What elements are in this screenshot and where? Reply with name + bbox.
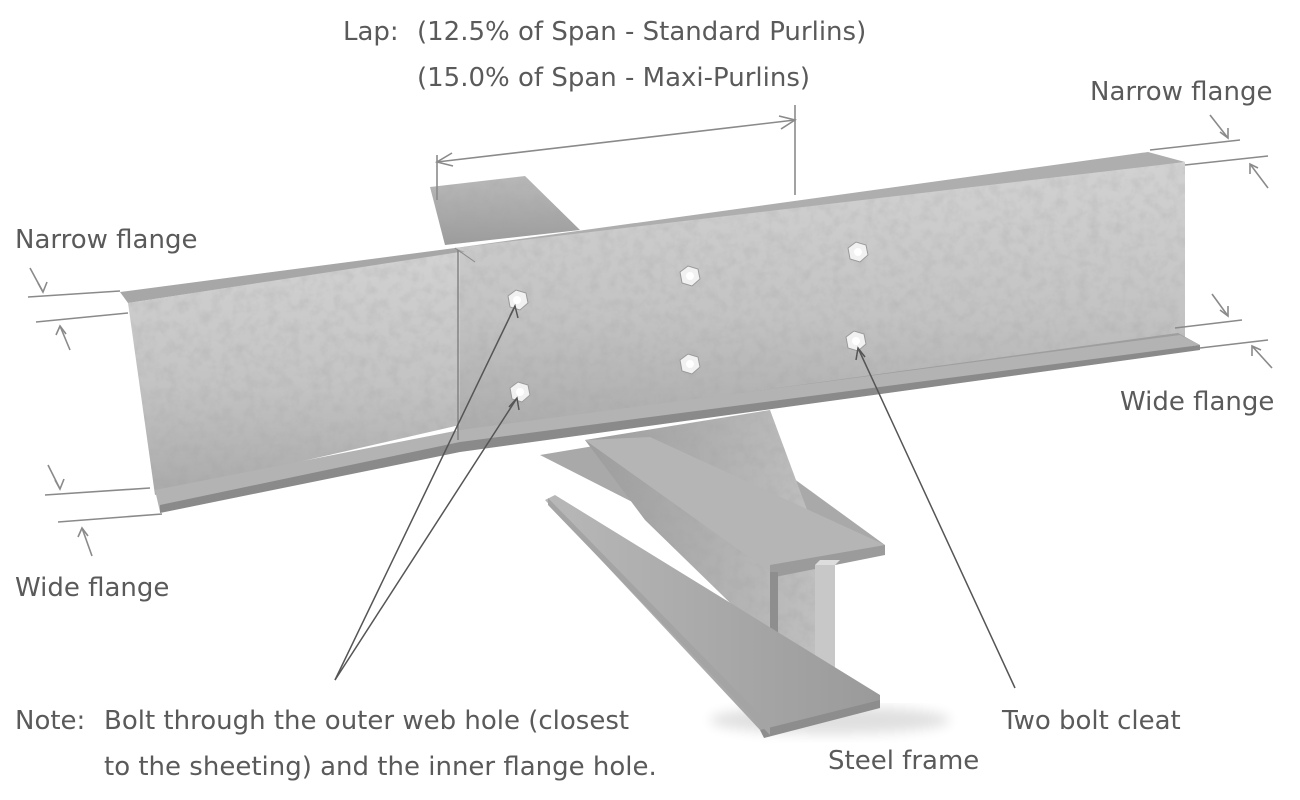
near-purlin bbox=[120, 247, 1200, 513]
narrow-flange-right-label: Narrow flange bbox=[1090, 77, 1272, 107]
flange-dims-left bbox=[27, 267, 163, 557]
two-bolt-cleat-label: Two bolt cleat bbox=[1001, 706, 1181, 736]
bolt-lower-middle bbox=[679, 353, 701, 375]
bolt-upper-left bbox=[507, 289, 529, 311]
bolt-lower-right bbox=[845, 330, 867, 352]
lap-dimension bbox=[434, 105, 797, 200]
lap-maxi-purlins: (15.0% of Span - Maxi-Purlins) bbox=[417, 63, 810, 93]
note-leader-lines bbox=[334, 303, 520, 681]
wide-flange-left-label: Wide flange bbox=[15, 573, 169, 603]
note-line-1: Bolt through the outer web hole (closest bbox=[104, 706, 629, 736]
bolt-upper-right bbox=[847, 241, 869, 263]
far-purlin bbox=[430, 152, 1200, 448]
steel-frame-label: Steel frame bbox=[828, 746, 979, 776]
flange-dims-right bbox=[1149, 114, 1273, 369]
bolt-lower-left bbox=[509, 381, 531, 403]
wide-flange-right-label: Wide flange bbox=[1120, 387, 1274, 417]
bolts bbox=[507, 241, 869, 403]
narrow-flange-left-label: Narrow flange bbox=[15, 225, 197, 255]
note-prefix: Note: bbox=[15, 706, 85, 736]
note-line-2: to the sheeting) and the inner flange ho… bbox=[104, 752, 657, 782]
steel-frame-beam bbox=[540, 410, 950, 738]
lap-prefix: Lap: bbox=[343, 17, 399, 47]
bolt-upper-middle bbox=[679, 265, 701, 287]
lap-standard-purlins: (12.5% of Span - Standard Purlins) bbox=[417, 17, 866, 47]
cleat-leader-line bbox=[855, 346, 1016, 689]
